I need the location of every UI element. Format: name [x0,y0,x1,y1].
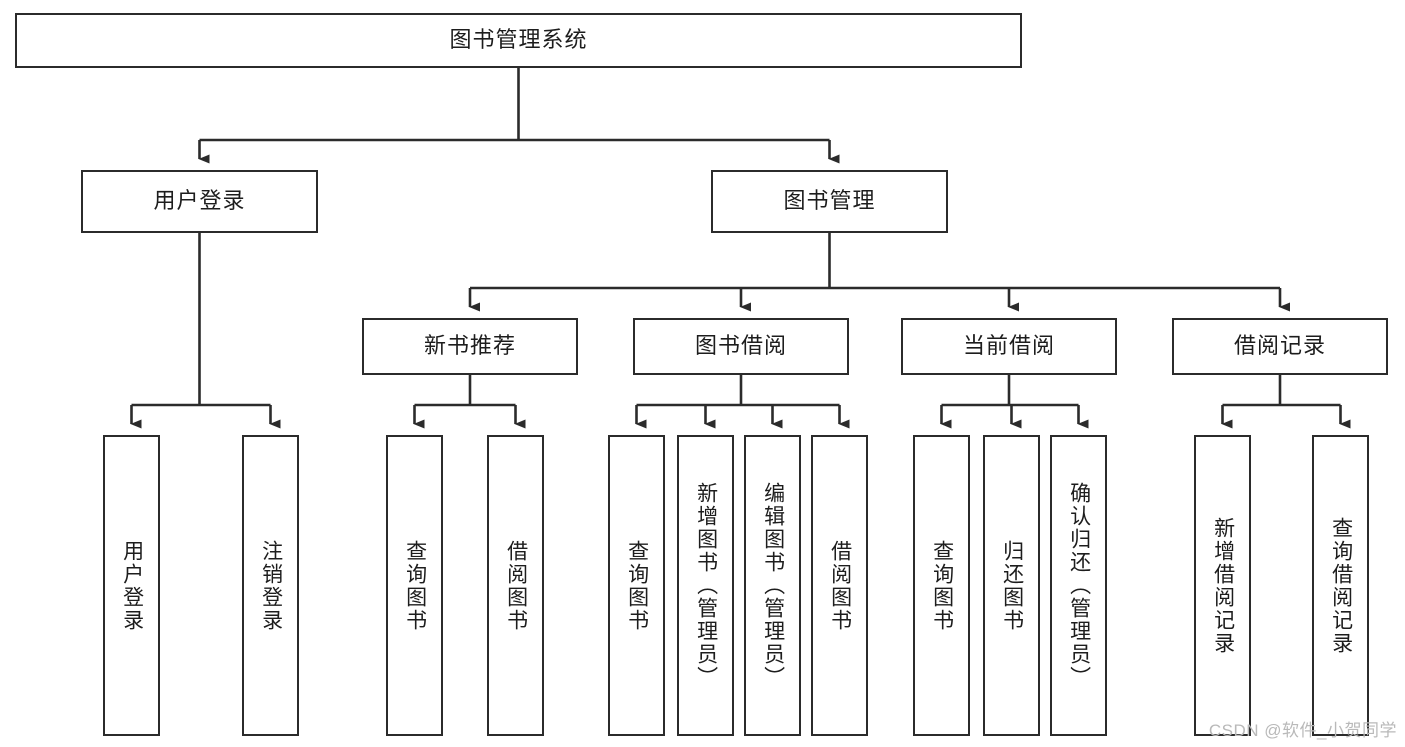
node-label: 查询图书 [625,539,649,632]
node-leaf-query-book-2[interactable]: 查询图书 [608,435,665,736]
node-leaf-edit-book[interactable]: 编辑图书（管理员） [744,435,801,736]
node-leaf-user-login[interactable]: 用户登录 [103,435,160,736]
node-new-book-recommend[interactable]: 新书推荐 [362,318,578,375]
node-leaf-add-record[interactable]: 新增借阅记录 [1194,435,1251,736]
node-label: 新增图书（管理员） [694,482,718,689]
node-label: 当前借阅 [962,333,1055,359]
node-label: 归还图书 [1000,539,1024,632]
node-leaf-logout[interactable]: 注销登录 [242,435,299,736]
node-leaf-borrow-book-2[interactable]: 借阅图书 [811,435,868,736]
node-label: 编辑图书（管理员） [761,482,785,689]
node-leaf-return-book[interactable]: 归还图书 [983,435,1040,736]
node-label: 查询借阅记录 [1329,516,1353,655]
node-leaf-query-book-3[interactable]: 查询图书 [913,435,970,736]
node-label: 图书借阅 [694,333,787,359]
node-leaf-query-record[interactable]: 查询借阅记录 [1312,435,1369,736]
node-label: 注销登录 [259,539,283,632]
node-current-borrow[interactable]: 当前借阅 [901,318,1117,375]
node-label: 新书推荐 [423,333,516,359]
node-label: 查询图书 [403,539,427,632]
node-label: 图书管理系统 [449,27,588,53]
node-label: 用户登录 [120,539,144,632]
node-book-borrow[interactable]: 图书借阅 [633,318,849,375]
node-label: 新增借阅记录 [1211,516,1235,655]
node-root[interactable]: 图书管理系统 [15,13,1022,68]
node-leaf-add-book[interactable]: 新增图书（管理员） [677,435,734,736]
node-label: 用户登录 [153,188,246,214]
node-label: 确认归还（管理员） [1067,482,1091,689]
node-leaf-confirm-return[interactable]: 确认归还（管理员） [1050,435,1107,736]
node-leaf-query-book-1[interactable]: 查询图书 [386,435,443,736]
node-label: 查询图书 [930,539,954,632]
node-user-login[interactable]: 用户登录 [81,170,318,233]
node-label: 借阅图书 [828,539,852,632]
node-borrow-record[interactable]: 借阅记录 [1172,318,1388,375]
node-label: 借阅记录 [1233,333,1326,359]
node-label: 借阅图书 [504,539,528,632]
node-label: 图书管理 [783,188,876,214]
node-leaf-borrow-book-1[interactable]: 借阅图书 [487,435,544,736]
node-book-manage[interactable]: 图书管理 [711,170,948,233]
